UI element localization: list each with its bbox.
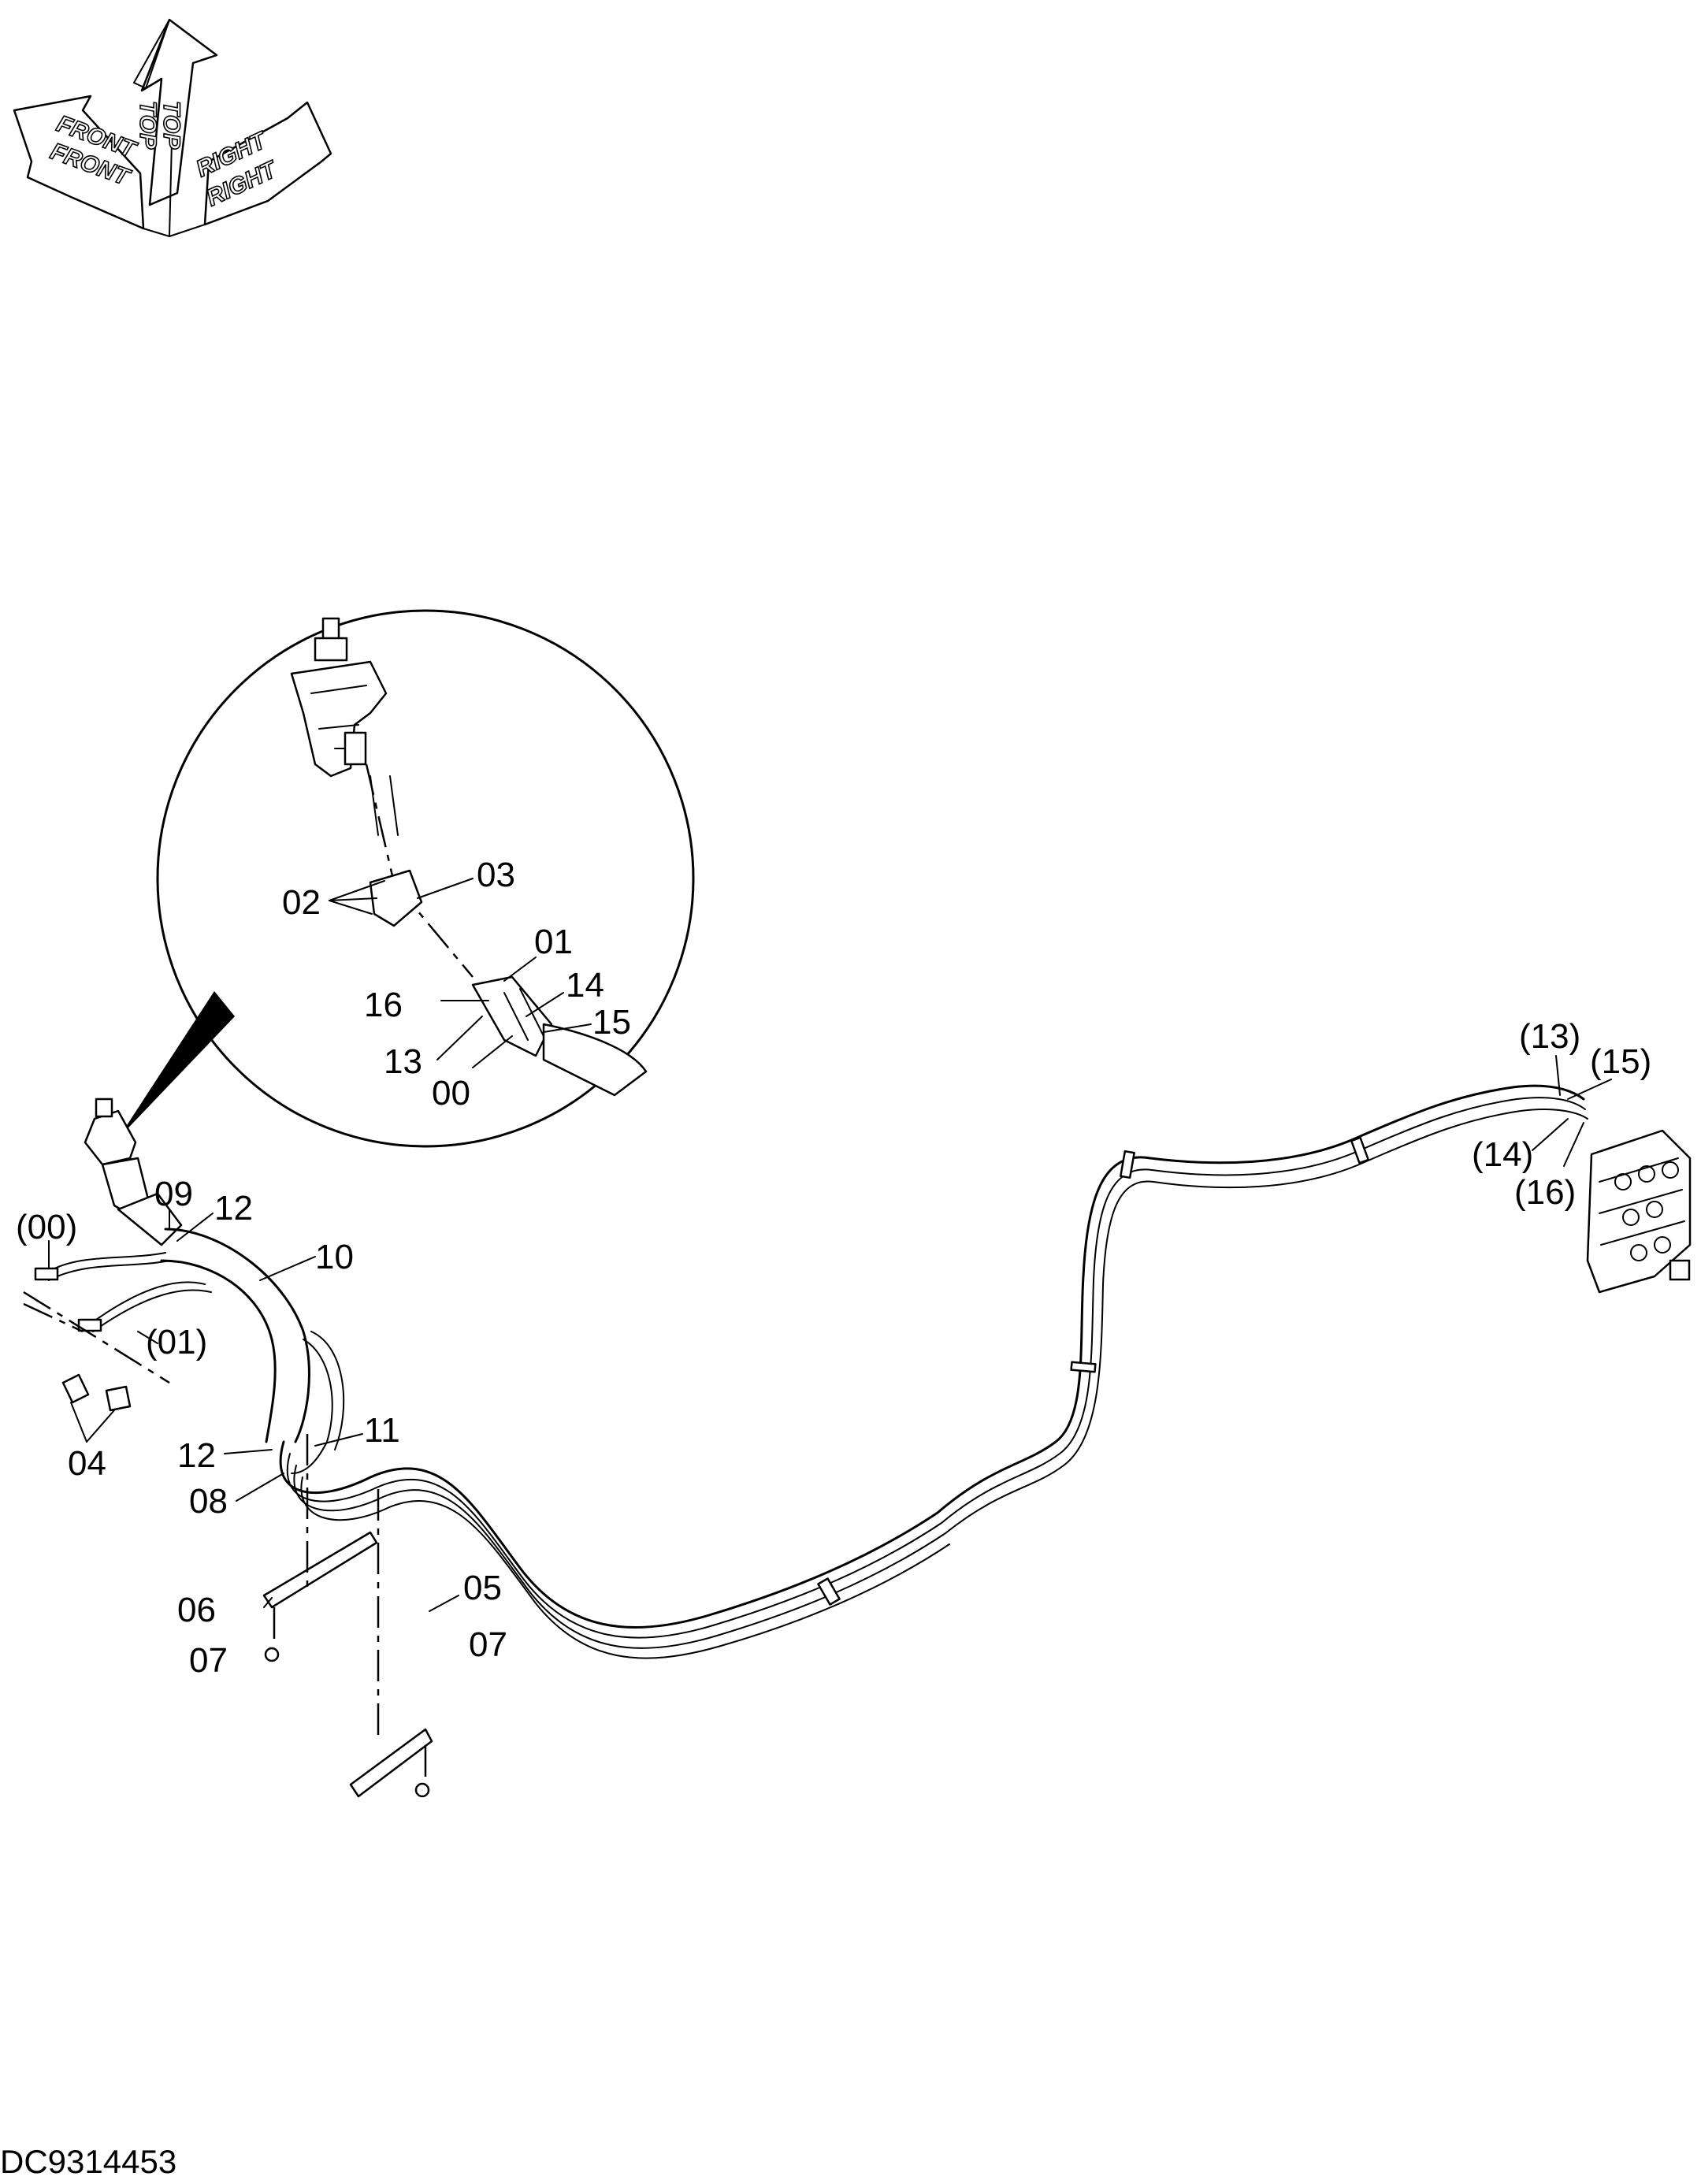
control-valve [1586, 1129, 1692, 1294]
callout-13: 13 [384, 1042, 422, 1081]
callout-p14: (14) [1472, 1135, 1533, 1174]
callout-01: 01 [534, 923, 573, 961]
callout-03: 03 [477, 856, 515, 894]
callout-p01: (01) [146, 1323, 207, 1361]
callout-11: 11 [364, 1411, 400, 1450]
callout-02: 02 [282, 883, 321, 922]
callout-p13: (13) [1519, 1017, 1580, 1056]
callout-08: 08 [189, 1482, 228, 1521]
callout-p00: (00) [16, 1208, 77, 1246]
callout-09: 09 [154, 1175, 193, 1213]
callout-15: 15 [592, 1003, 631, 1042]
callout-12b: 12 [177, 1436, 216, 1475]
callout-07a: 07 [189, 1641, 228, 1680]
callout-05: 05 [463, 1569, 502, 1607]
callout-14: 14 [566, 966, 604, 1005]
pilot-valve-assembly [84, 1098, 183, 1246]
top-label-1: TOP [135, 101, 161, 150]
hose-bundle [279, 1084, 1588, 1659]
zoom-pointer [118, 991, 235, 1138]
callout-p16: (16) [1514, 1173, 1576, 1212]
drawing-code: DC9314453 [0, 2143, 176, 2180]
callout-00: 00 [432, 1074, 470, 1112]
cables [23, 1252, 212, 1412]
callout-06: 06 [177, 1591, 216, 1629]
top-label-2: TOP [158, 101, 184, 150]
callout-04: 04 [68, 1444, 106, 1483]
callout-p15: (15) [1590, 1042, 1651, 1081]
callout-10: 10 [315, 1238, 354, 1276]
orientation-indicator: TOP TOP FRONT FRONT RIGHT RIGHT [13, 18, 332, 237]
leader-lines [48, 878, 1612, 1612]
callout-labels: 02 03 01 16 14 13 15 00 (00) (01) 09 12 … [16, 856, 1651, 1680]
callout-16: 16 [364, 986, 403, 1024]
detail-view [118, 609, 695, 1148]
hose-10 [160, 1228, 345, 1474]
callout-07b: 07 [469, 1625, 507, 1664]
callout-12a: 12 [214, 1189, 253, 1228]
brackets [262, 1434, 433, 1798]
